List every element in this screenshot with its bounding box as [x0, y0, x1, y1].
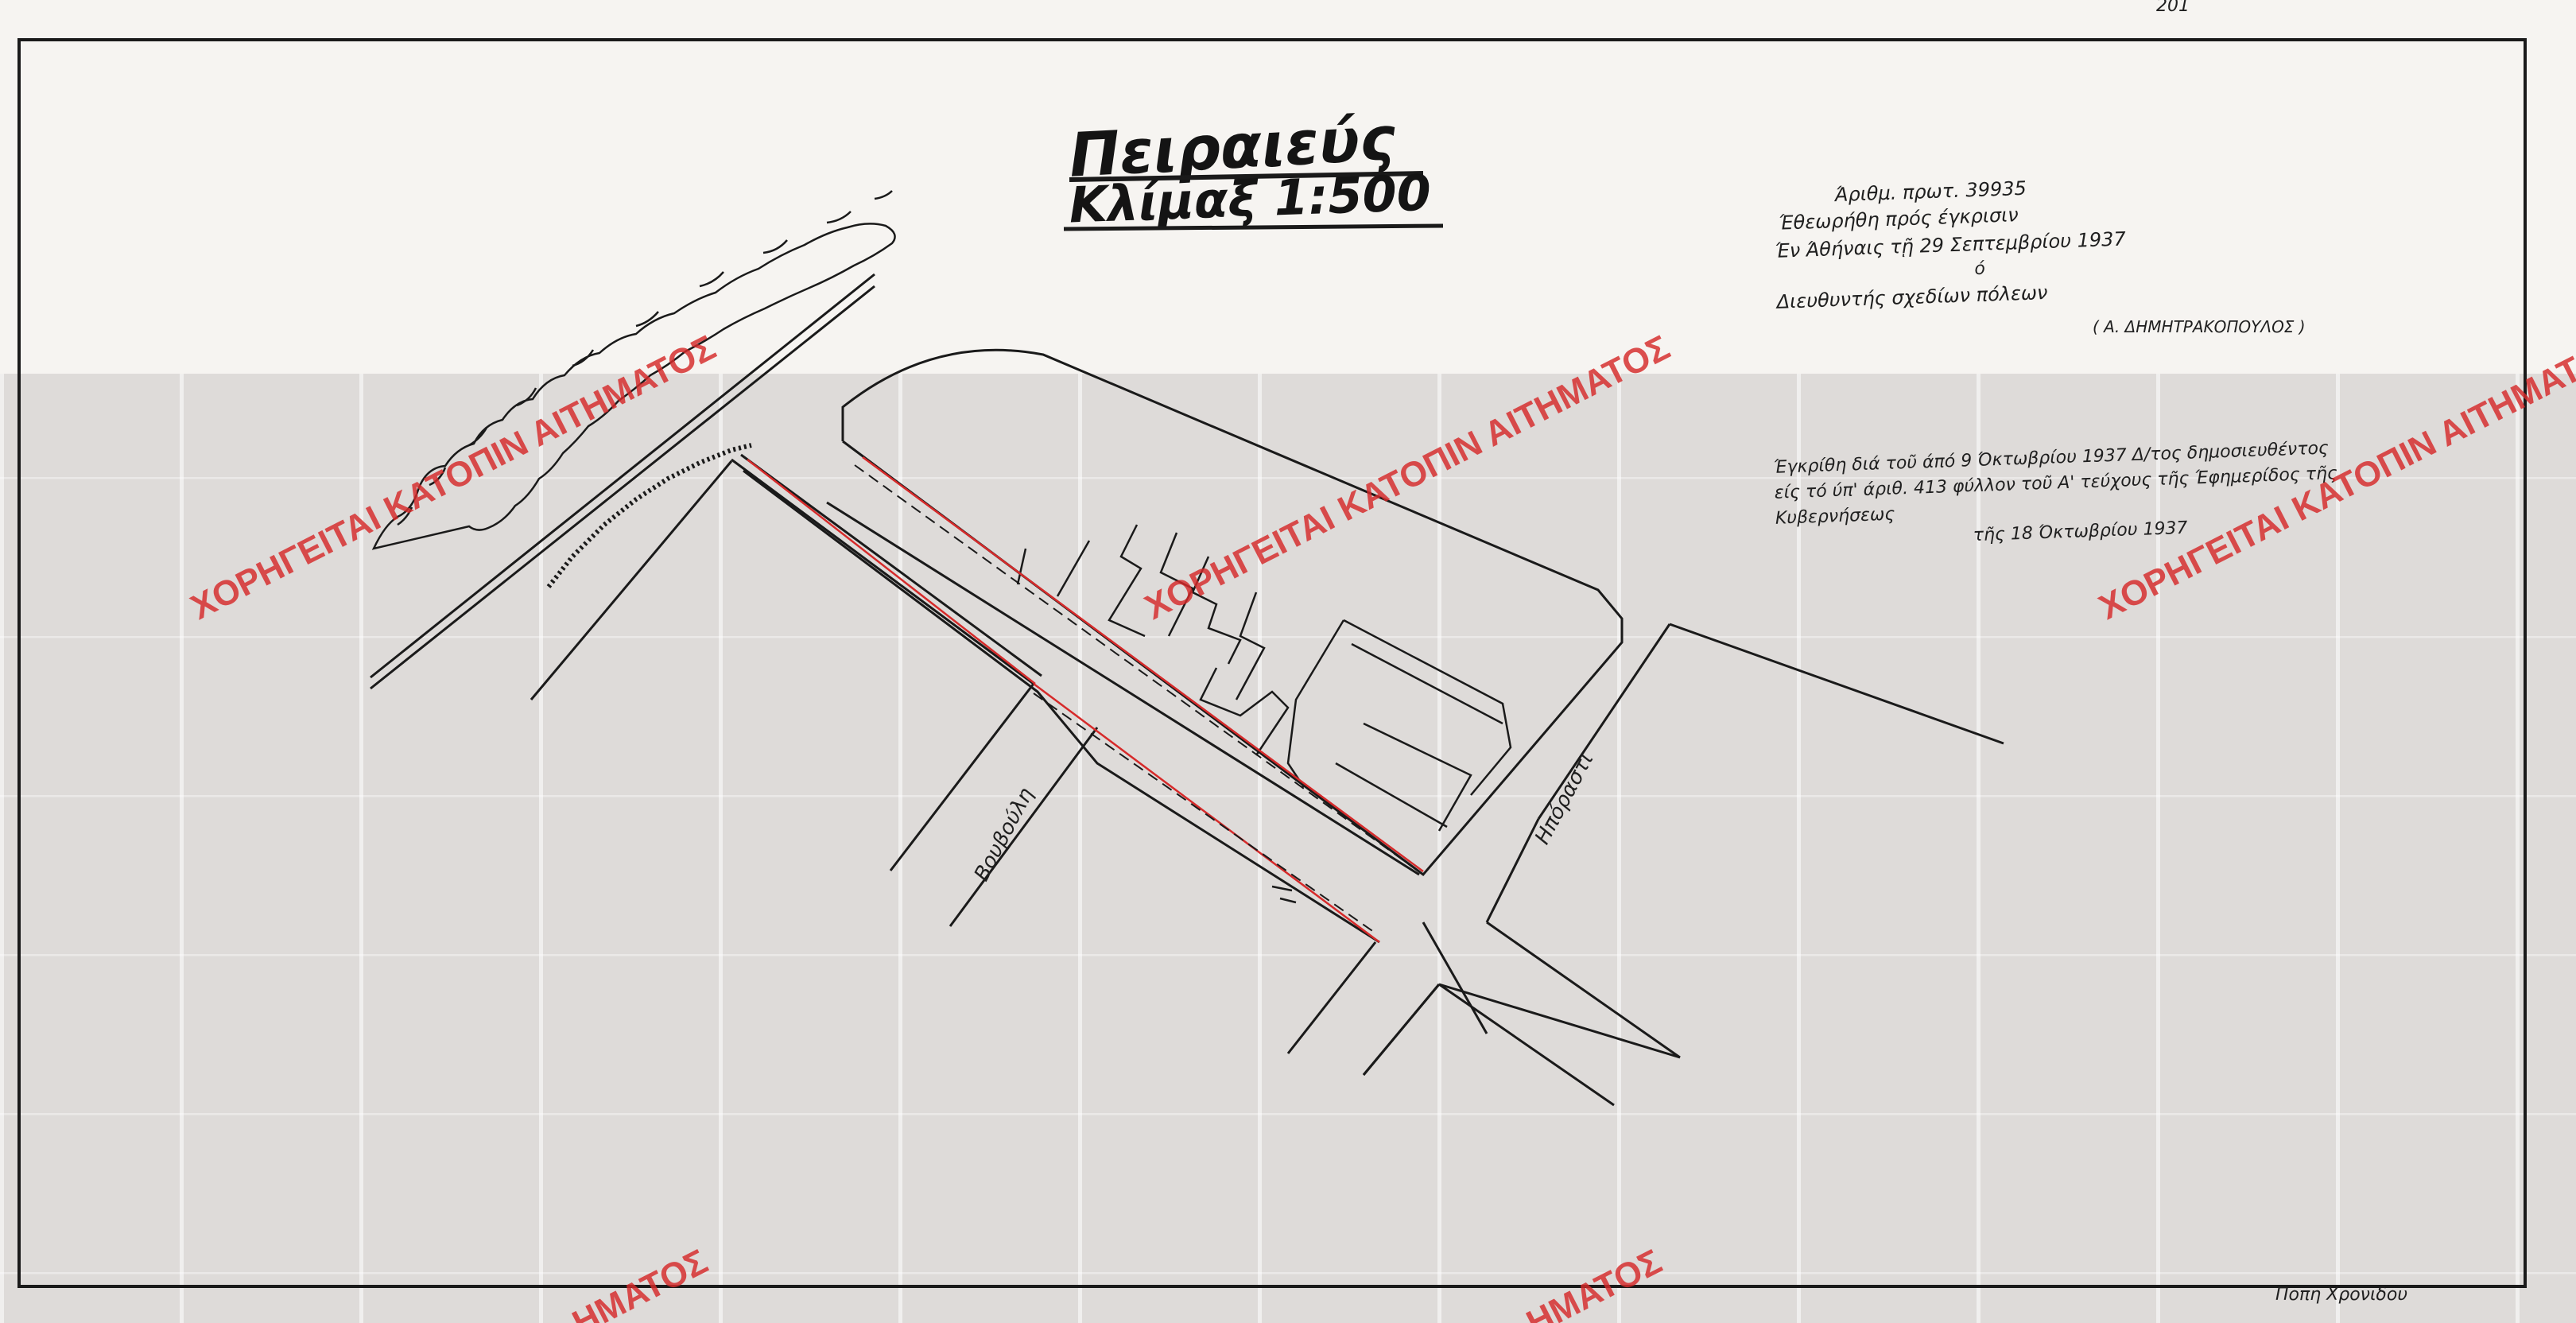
title-underline — [1069, 171, 1424, 182]
approval-signature: ( Α. ΔΗΜΗΤΡΑΚΟΠΟΥΛΟΣ ) — [2093, 317, 2306, 336]
street-lines — [530, 453, 2004, 1107]
scale-underline — [1063, 223, 1444, 231]
shoreline-rocks — [371, 190, 896, 550]
decree-line-3: Κυβερνήσεως — [1775, 505, 1895, 529]
dash-line — [854, 464, 1424, 935]
approval-line-3: ό — [1974, 259, 1985, 279]
regulation-line — [747, 456, 1424, 944]
parcel-lines — [1016, 524, 1512, 904]
corner-mark: 201 — [2156, 0, 2190, 16]
footer-name: Ποπη Χρονιδου — [2275, 1285, 2407, 1305]
quay-lines — [370, 273, 875, 690]
block-outline — [841, 348, 1624, 877]
sheet-border — [17, 38, 2527, 1288]
paper-folds — [0, 374, 2576, 1323]
paper-top — [0, 0, 2576, 374]
scale-label: Κλίμαξ 1:500 — [1069, 164, 1433, 235]
